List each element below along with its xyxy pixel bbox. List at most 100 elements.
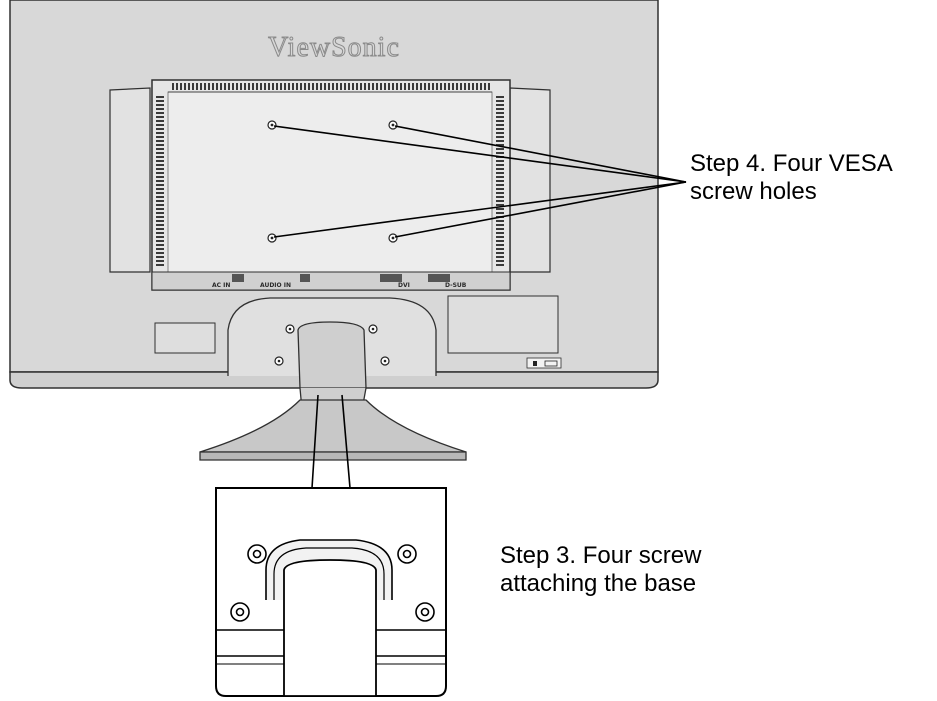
vent-slot bbox=[496, 164, 504, 166]
vent-slot bbox=[496, 232, 504, 234]
vent-slot bbox=[156, 104, 164, 106]
vent-slot bbox=[404, 83, 406, 90]
vent-slot bbox=[496, 244, 504, 246]
port-strip bbox=[151, 271, 511, 291]
vent-slot bbox=[308, 83, 310, 90]
vent-slot bbox=[156, 192, 164, 194]
vent-slot bbox=[348, 83, 350, 90]
port-label-d-sub: D-SUB bbox=[445, 282, 467, 289]
vent-slot bbox=[252, 83, 254, 90]
vent-slot bbox=[232, 83, 234, 90]
vent-slot bbox=[496, 144, 504, 146]
vent-slot bbox=[156, 240, 164, 242]
vent-slot bbox=[496, 256, 504, 258]
vent-slot bbox=[288, 83, 290, 90]
vent-slot bbox=[356, 83, 358, 90]
vent-slot bbox=[496, 160, 504, 162]
vent-slot bbox=[436, 83, 438, 90]
base-screw-bottom-left bbox=[230, 602, 250, 622]
vent-slot bbox=[212, 83, 214, 90]
vent-slot bbox=[496, 220, 504, 222]
vent-slot bbox=[368, 83, 370, 90]
vent-slot bbox=[156, 200, 164, 202]
vent-slot bbox=[496, 196, 504, 198]
vent-slot bbox=[300, 83, 302, 90]
vent-slot bbox=[248, 83, 250, 90]
vent-slot bbox=[156, 164, 164, 166]
right-vents bbox=[496, 96, 504, 266]
vent-slot bbox=[496, 252, 504, 254]
vent-slot bbox=[256, 83, 258, 90]
vent-slot bbox=[496, 212, 504, 214]
vent-slot bbox=[496, 148, 504, 150]
vent-slot bbox=[192, 83, 194, 90]
vent-slot bbox=[472, 83, 474, 90]
vent-slot bbox=[176, 83, 178, 90]
vent-slot bbox=[224, 83, 226, 90]
vent-slot bbox=[328, 83, 330, 90]
vent-slot bbox=[172, 83, 174, 90]
vent-slot bbox=[156, 168, 164, 170]
vent-slot bbox=[156, 136, 164, 138]
vent-slot bbox=[464, 83, 466, 90]
side-handles bbox=[109, 87, 551, 273]
vent-slot bbox=[156, 184, 164, 186]
vent-slot bbox=[352, 83, 354, 90]
vent-slot bbox=[156, 228, 164, 230]
vent-slot bbox=[156, 220, 164, 222]
right-label-panel bbox=[447, 295, 559, 354]
vent-slot bbox=[408, 83, 410, 90]
vent-slot bbox=[156, 144, 164, 146]
vent-slot bbox=[324, 83, 326, 90]
vent-slot bbox=[496, 208, 504, 210]
vent-slot bbox=[156, 96, 164, 98]
vent-slot bbox=[388, 83, 390, 90]
vent-slot bbox=[156, 224, 164, 226]
vent-slot bbox=[496, 116, 504, 118]
vent-slot bbox=[156, 156, 164, 158]
vent-slot bbox=[320, 83, 322, 90]
vent-slot bbox=[268, 83, 270, 90]
port-label-dvi: DVI bbox=[398, 282, 410, 289]
vent-slot bbox=[424, 83, 426, 90]
vent-slot bbox=[364, 83, 366, 90]
vent-slot bbox=[204, 83, 206, 90]
vent-slot bbox=[156, 244, 164, 246]
vent-slot bbox=[392, 83, 394, 90]
vent-slot bbox=[412, 83, 414, 90]
vent-slot bbox=[240, 83, 242, 90]
vent-slot bbox=[432, 83, 434, 90]
vent-slot bbox=[496, 188, 504, 190]
vent-slot bbox=[396, 83, 398, 90]
vent-slot bbox=[484, 83, 486, 90]
vent-slot bbox=[296, 83, 298, 90]
vent-slot bbox=[496, 140, 504, 142]
vent-slot bbox=[496, 204, 504, 206]
vent-slot bbox=[280, 83, 282, 90]
vent-slot bbox=[200, 83, 202, 90]
zoom-inset bbox=[215, 487, 447, 697]
vent-slot bbox=[180, 83, 182, 90]
vent-slot bbox=[156, 148, 164, 150]
left-vents bbox=[156, 96, 164, 266]
vent-slot bbox=[496, 236, 504, 238]
vent-slot bbox=[312, 83, 314, 90]
vesa-hole-bottom-right bbox=[388, 233, 398, 243]
vent-slot bbox=[156, 248, 164, 250]
vent-slot bbox=[156, 188, 164, 190]
port-label-audio-in: AUDIO IN bbox=[260, 282, 291, 289]
vent-slot bbox=[496, 112, 504, 114]
vent-slot bbox=[228, 83, 230, 90]
vent-slot bbox=[496, 184, 504, 186]
callout-step4-line2: screw holes bbox=[690, 178, 817, 205]
vent-slot bbox=[496, 120, 504, 122]
vesa-hole-top-left bbox=[267, 120, 277, 130]
vent-slot bbox=[468, 83, 470, 90]
vent-slot bbox=[496, 132, 504, 134]
vent-slot bbox=[496, 124, 504, 126]
vent-slot bbox=[208, 83, 210, 90]
vent-slot bbox=[360, 83, 362, 90]
left-label-panel bbox=[154, 322, 216, 354]
vent-slot bbox=[428, 83, 430, 90]
